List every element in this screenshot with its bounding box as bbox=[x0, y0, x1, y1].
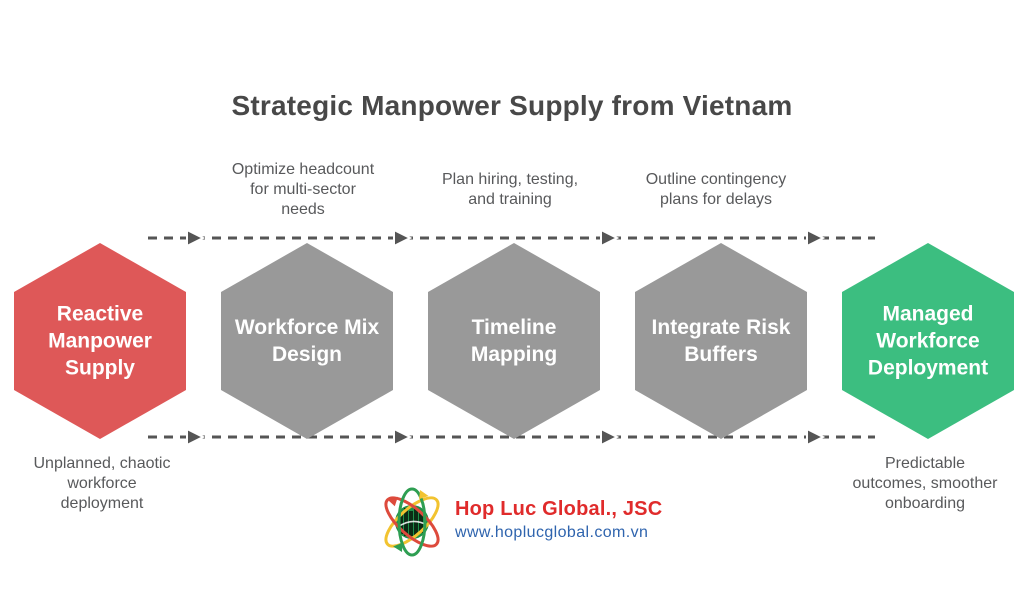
logo-orbit-arrowheads bbox=[388, 490, 429, 552]
end-state-note: Predictable outcomes, smoother onboardin… bbox=[852, 455, 998, 512]
company-name: Hop Luc Global., JSC bbox=[455, 498, 663, 520]
logo-orbit-red bbox=[384, 496, 440, 548]
logo-orbits bbox=[384, 487, 440, 557]
hexagon-step-3 bbox=[428, 243, 600, 439]
top-annotation-1: Optimize headcount for multi-sector need… bbox=[231, 161, 375, 218]
dashed-arrow-line-top bbox=[148, 228, 875, 248]
hexagon-step-3-label: Timeline Mapping bbox=[470, 316, 558, 366]
start-state-note: Unplanned, chaotic workforce deployment bbox=[33, 455, 171, 512]
top-annotation-2: Plan hiring, testing, and training bbox=[441, 171, 579, 208]
hexagon-step-1-label: Reactive Manpower Supply bbox=[48, 302, 152, 380]
arrowhead-icon bbox=[806, 427, 826, 447]
dashed-arrow-line-bottom bbox=[148, 427, 875, 447]
arrowhead-icon bbox=[393, 228, 413, 248]
logo-orbit-green bbox=[397, 487, 427, 557]
top-annotation-3: Outline contingency plans for delays bbox=[645, 171, 787, 208]
arrowhead-icon bbox=[806, 228, 826, 248]
arrowhead-icon bbox=[600, 427, 620, 447]
arrowhead-icon bbox=[186, 427, 206, 447]
logo-orbit-yellow bbox=[384, 496, 440, 548]
page-title: Strategic Manpower Supply from Vietnam bbox=[231, 90, 793, 121]
hexagon-step-4-label: Integrate Risk Buffers bbox=[651, 316, 791, 366]
hexagon-step-5 bbox=[842, 243, 1014, 439]
arrowhead-icon bbox=[600, 228, 620, 248]
arrowhead-icon bbox=[186, 228, 206, 248]
hexagon-step-5-label: Managed Workforce Deployment bbox=[867, 302, 989, 380]
atom-logo-icon bbox=[384, 487, 440, 557]
hexagon-step-2 bbox=[221, 243, 393, 439]
arrowhead-icon bbox=[393, 427, 413, 447]
company-website: www.hoplucglobal.com.vn bbox=[455, 524, 649, 541]
hexagon-step-2-label: Workforce Mix Design bbox=[234, 316, 380, 366]
hexagon-step-1 bbox=[14, 243, 186, 439]
hexagon-step-4 bbox=[635, 243, 807, 439]
